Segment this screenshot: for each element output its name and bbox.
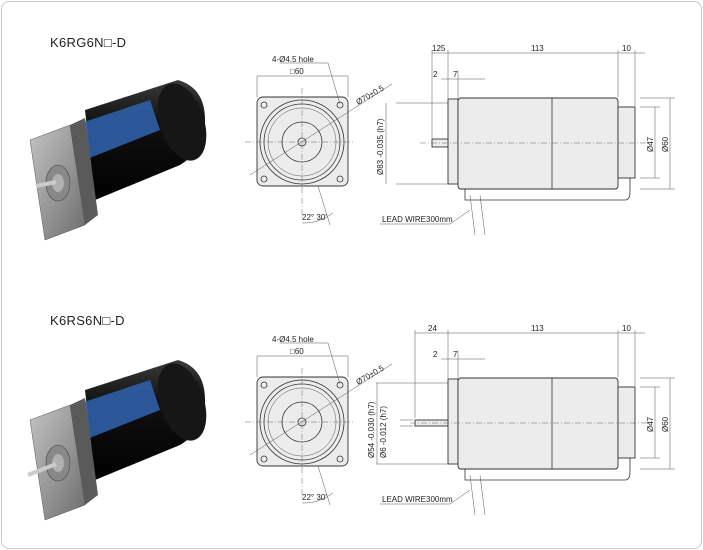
front-view-1: 4-Ø4.5 hole □60 Ø70±0.5 22° 30' xyxy=(245,55,393,226)
shaft-photo-2 xyxy=(27,462,57,477)
front-view-2: 4-Ø4.5 hole □60 Ø70±0.5 22° 30' xyxy=(245,335,393,506)
angle-label: 22° 30' xyxy=(302,493,327,502)
shaft-diameter-label: Ø6 -0.012 (h7) xyxy=(379,406,388,458)
square-label: □60 xyxy=(290,67,304,76)
flange-thickness-label: 2 xyxy=(433,70,438,79)
side-view-1: 125 113 10 2 7 Ø83 -0.035 (h7) Ø47 Ø60 L… xyxy=(376,44,675,236)
body-diameter-label: Ø60 xyxy=(661,416,670,432)
motor-photo-1 xyxy=(29,76,216,241)
shaft-length-label: 24 xyxy=(428,324,437,333)
drawing-set-1: 4-Ø4.5 hole □60 Ø70±0.5 22° 30' xyxy=(29,44,675,241)
cap-diameter-label: Ø47 xyxy=(646,136,655,152)
cap-diameter-label: Ø47 xyxy=(646,416,655,432)
pilot-diameter-label: Ø83 -0.035 (h7) xyxy=(376,118,385,175)
pilot-length-label: 7 xyxy=(453,70,458,79)
model-title-2: K6RS6N□-D xyxy=(50,313,125,328)
square-label: □60 xyxy=(290,347,304,356)
cap-length-label: 10 xyxy=(622,324,631,333)
lead-wire-label: LEAD WIRE300mm xyxy=(382,215,453,224)
cap-length-label: 10 xyxy=(622,44,631,53)
model-title-1: K6RG6N□-D xyxy=(50,35,127,50)
side-view-2: 24 113 10 2 7 Ø54 -0.030 (h7) Ø6 -0.012 … xyxy=(367,324,675,516)
holes-label: 4-Ø4.5 hole xyxy=(272,335,314,344)
pilot-diameter-label: Ø54 -0.030 (h7) xyxy=(367,401,376,458)
holes-label: 4-Ø4.5 hole xyxy=(272,55,314,64)
pilot-length-label: 7 xyxy=(453,350,458,359)
shaft-photo-1 xyxy=(35,180,57,188)
body-length-label: 113 xyxy=(531,324,544,333)
motor-photo-2 xyxy=(29,356,216,521)
drawing-set-2: 4-Ø4.5 hole □60 Ø70±0.5 22° 30' xyxy=(27,324,675,521)
flange-thickness-label: 2 xyxy=(433,350,438,359)
pcd-label: Ø70±0.5 xyxy=(355,83,387,106)
shaft-length-label: 125 xyxy=(432,44,446,53)
body-diameter-label: Ø60 xyxy=(661,136,670,152)
body-length-label: 113 xyxy=(531,44,544,53)
lead-wire-label: LEAD WIRE300mm xyxy=(382,495,453,504)
angle-label: 22° 30' xyxy=(302,213,327,222)
